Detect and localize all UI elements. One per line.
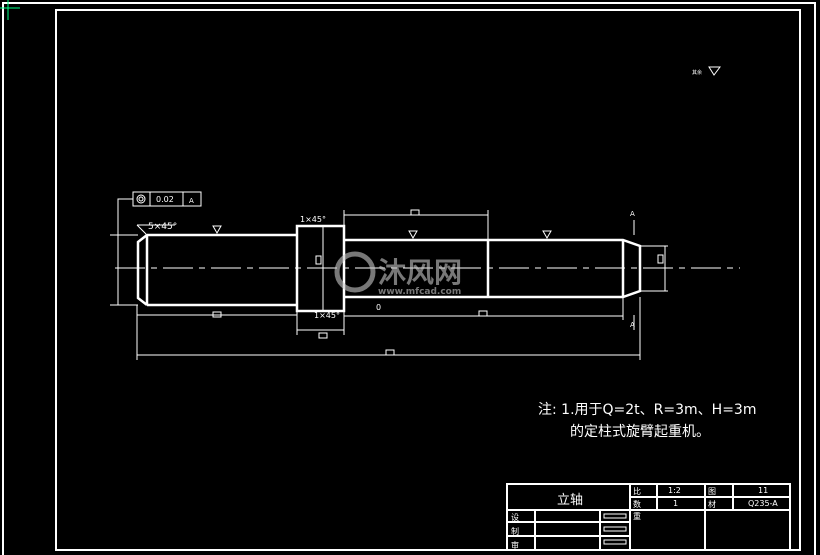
role-drafter: 制 [511, 527, 519, 536]
material-value: Q235-A [748, 499, 778, 508]
quantity-value: 1 [673, 499, 679, 508]
chamfer-collar-top: 1×45° [300, 215, 326, 224]
role-designer: 设 [511, 513, 519, 522]
section-mark-bottom: A [630, 321, 635, 329]
scale-label: 比 [633, 487, 641, 496]
note-line-1: 注: 1.用于Q=2t、R=3m、H=3m [538, 402, 757, 418]
role-reviewer: 审 [511, 541, 519, 550]
watermark-brand: 沐风网 [378, 256, 462, 289]
shaft-outline [136, 224, 642, 313]
drawing-no-value: 11 [758, 486, 769, 495]
watermark: 沐风网 www.mfcad.com [334, 251, 462, 297]
part-name: 立轴 [557, 493, 584, 508]
tolerance-value: 0.02 [156, 195, 174, 204]
material-label: 材 [708, 500, 716, 509]
drawing-no-label: 图 [708, 487, 716, 496]
weight-label: 重 [633, 512, 641, 521]
section-mark-top: A [630, 210, 635, 218]
title-block [506, 483, 791, 551]
watermark-url: www.mfcad.com [378, 287, 461, 297]
roughness-label: 其余 [692, 69, 702, 76]
quantity-label: 数 [633, 500, 641, 509]
chamfer-left: 5×45° [148, 222, 177, 232]
small-label: 0 [376, 303, 381, 312]
tolerance-datum: A [189, 197, 194, 205]
drawing-note: 注: 1.用于Q=2t、R=3m、H=3m 的定柱式旋臂起重机。 [538, 399, 756, 443]
scale-value: 1:2 [668, 486, 681, 495]
note-line-2: 的定柱式旋臂起重机。 [570, 424, 710, 440]
chamfer-collar-bottom: 1×45° [314, 311, 340, 320]
dimension-lines [110, 66, 721, 360]
